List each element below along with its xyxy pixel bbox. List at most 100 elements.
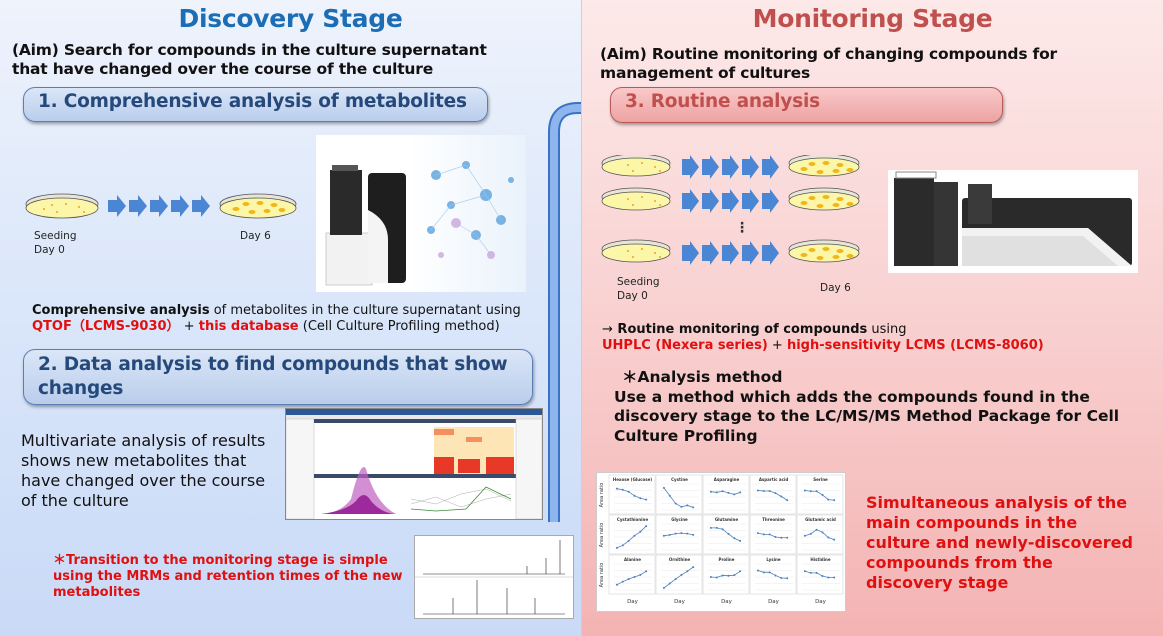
data-point <box>827 498 830 501</box>
monitoring-stage-title: Monitoring Stage <box>752 4 993 33</box>
data-point <box>709 576 712 578</box>
multivariate-software-screenshot <box>285 408 543 520</box>
label-line: Seeding <box>34 230 77 242</box>
data-point <box>627 539 630 542</box>
sim-line: compounds from the <box>866 553 1053 572</box>
data-point <box>786 577 789 580</box>
mini-chart-frame <box>702 474 750 515</box>
label-line: Day 0 <box>34 244 65 256</box>
data-point <box>774 492 777 495</box>
data-point <box>674 532 677 535</box>
mini-chart-title: Histidine <box>810 557 830 562</box>
culture-flow-diagram <box>25 193 297 219</box>
data-point <box>780 495 783 498</box>
mini-chart-title: Ornithine <box>669 557 691 562</box>
method-line: discovery stage to the LC/MS/MS Method P… <box>614 407 1120 425</box>
multivariate-text: Multivariate analysis of results shows n… <box>21 431 265 511</box>
data-point <box>733 537 736 540</box>
data-point <box>686 532 689 535</box>
data-point <box>815 490 818 493</box>
qtof-model: QTOF（LCMS-9030） <box>32 319 180 334</box>
data-point <box>668 582 671 585</box>
transition-note: ＊Transition to the monitoring stage is s… <box>53 553 403 601</box>
mini-chart-frame <box>702 514 750 555</box>
simultaneous-analysis-text: Simultaneous analysis of the main compou… <box>866 493 1133 593</box>
label-line: Day 0 <box>617 290 648 302</box>
dish-end-label: Day 6 <box>820 282 851 294</box>
mini-chart-frame <box>749 474 797 515</box>
data-point <box>645 570 648 573</box>
multi-line: of the culture <box>21 491 129 510</box>
data-point <box>615 546 618 549</box>
data-point <box>639 530 642 533</box>
y-axis-label: Area ratio <box>599 563 605 588</box>
x-axis-label: Day <box>721 599 733 605</box>
data-point <box>774 574 777 577</box>
data-point <box>809 490 812 493</box>
mini-chart-title: Lysine <box>766 557 780 562</box>
analysis-method-block: ＊Analysis method Use a method which adds… <box>614 368 1119 446</box>
data-point <box>680 532 683 535</box>
petri-dish-day6 <box>219 193 297 219</box>
comp-bold: Comprehensive analysis <box>32 303 210 318</box>
comp-tail: (Cell Culture Profiling method) <box>298 319 500 334</box>
data-point <box>721 528 724 531</box>
mini-chart-title: Glutamine <box>715 517 739 522</box>
dish-end-label: Day 6 <box>240 230 271 242</box>
data-point <box>756 569 759 572</box>
data-point <box>621 488 624 491</box>
data-point <box>639 573 642 576</box>
step2-line: 2. Data analysis to find compounds that … <box>38 354 508 375</box>
data-point <box>621 544 624 547</box>
series-line <box>616 570 647 586</box>
more-rows-ellipsis: ⋮ <box>735 220 749 236</box>
data-point <box>768 533 771 536</box>
data-point <box>627 490 630 493</box>
data-point <box>756 489 759 492</box>
data-point <box>680 505 683 508</box>
data-point <box>803 534 806 537</box>
step1-heading: 1. Comprehensive analysis of metabolites <box>23 87 488 122</box>
data-point <box>821 574 824 577</box>
data-point <box>827 536 830 539</box>
data-point <box>615 487 618 490</box>
data-point <box>709 526 712 529</box>
progress-arrows <box>108 195 210 217</box>
data-point <box>768 490 771 493</box>
data-point <box>715 526 718 529</box>
routine-culture-flow <box>601 155 860 265</box>
mini-chart-frame <box>796 474 844 515</box>
sim-line: discovery stage <box>866 573 1009 592</box>
data-point <box>815 571 818 574</box>
data-point <box>786 499 789 502</box>
data-point <box>692 506 695 509</box>
data-point <box>645 498 648 501</box>
multi-line: shows new metabolites that <box>21 451 247 470</box>
data-point <box>809 532 812 535</box>
data-point <box>692 533 695 536</box>
data-point <box>662 534 665 537</box>
series-line <box>616 525 647 549</box>
spectrum-illustration <box>415 540 573 615</box>
discovery-aim: (Aim) Search for compounds in the cultur… <box>12 41 487 79</box>
data-point <box>727 574 730 577</box>
multi-line: Multivariate analysis of results <box>21 431 266 450</box>
culture-row <box>601 187 860 213</box>
data-point <box>668 494 671 497</box>
petri-dish-day0 <box>25 193 99 219</box>
lcms-model: high-sensitivity LCMS (LCMS-8060) <box>786 338 1044 353</box>
data-point <box>633 576 636 578</box>
data-point <box>762 571 765 574</box>
method-title: ＊Analysis method <box>622 368 783 386</box>
discovery-stage-panel: Discovery Stage (Aim) Search for compoun… <box>0 0 611 636</box>
multi-line: have changed over the course <box>21 471 266 490</box>
data-point <box>739 491 742 494</box>
uhplc-model: UHPLC (Nexera series) <box>602 338 768 353</box>
step2-heading: 2. Data analysis to find compounds that … <box>23 349 533 405</box>
instrument-illustration <box>894 171 1132 266</box>
mini-chart-title: Asparagine <box>714 477 740 482</box>
data-point <box>680 573 683 576</box>
data-point <box>833 538 836 541</box>
y-axis-label: Area ratio <box>599 483 605 508</box>
data-point <box>733 574 736 577</box>
